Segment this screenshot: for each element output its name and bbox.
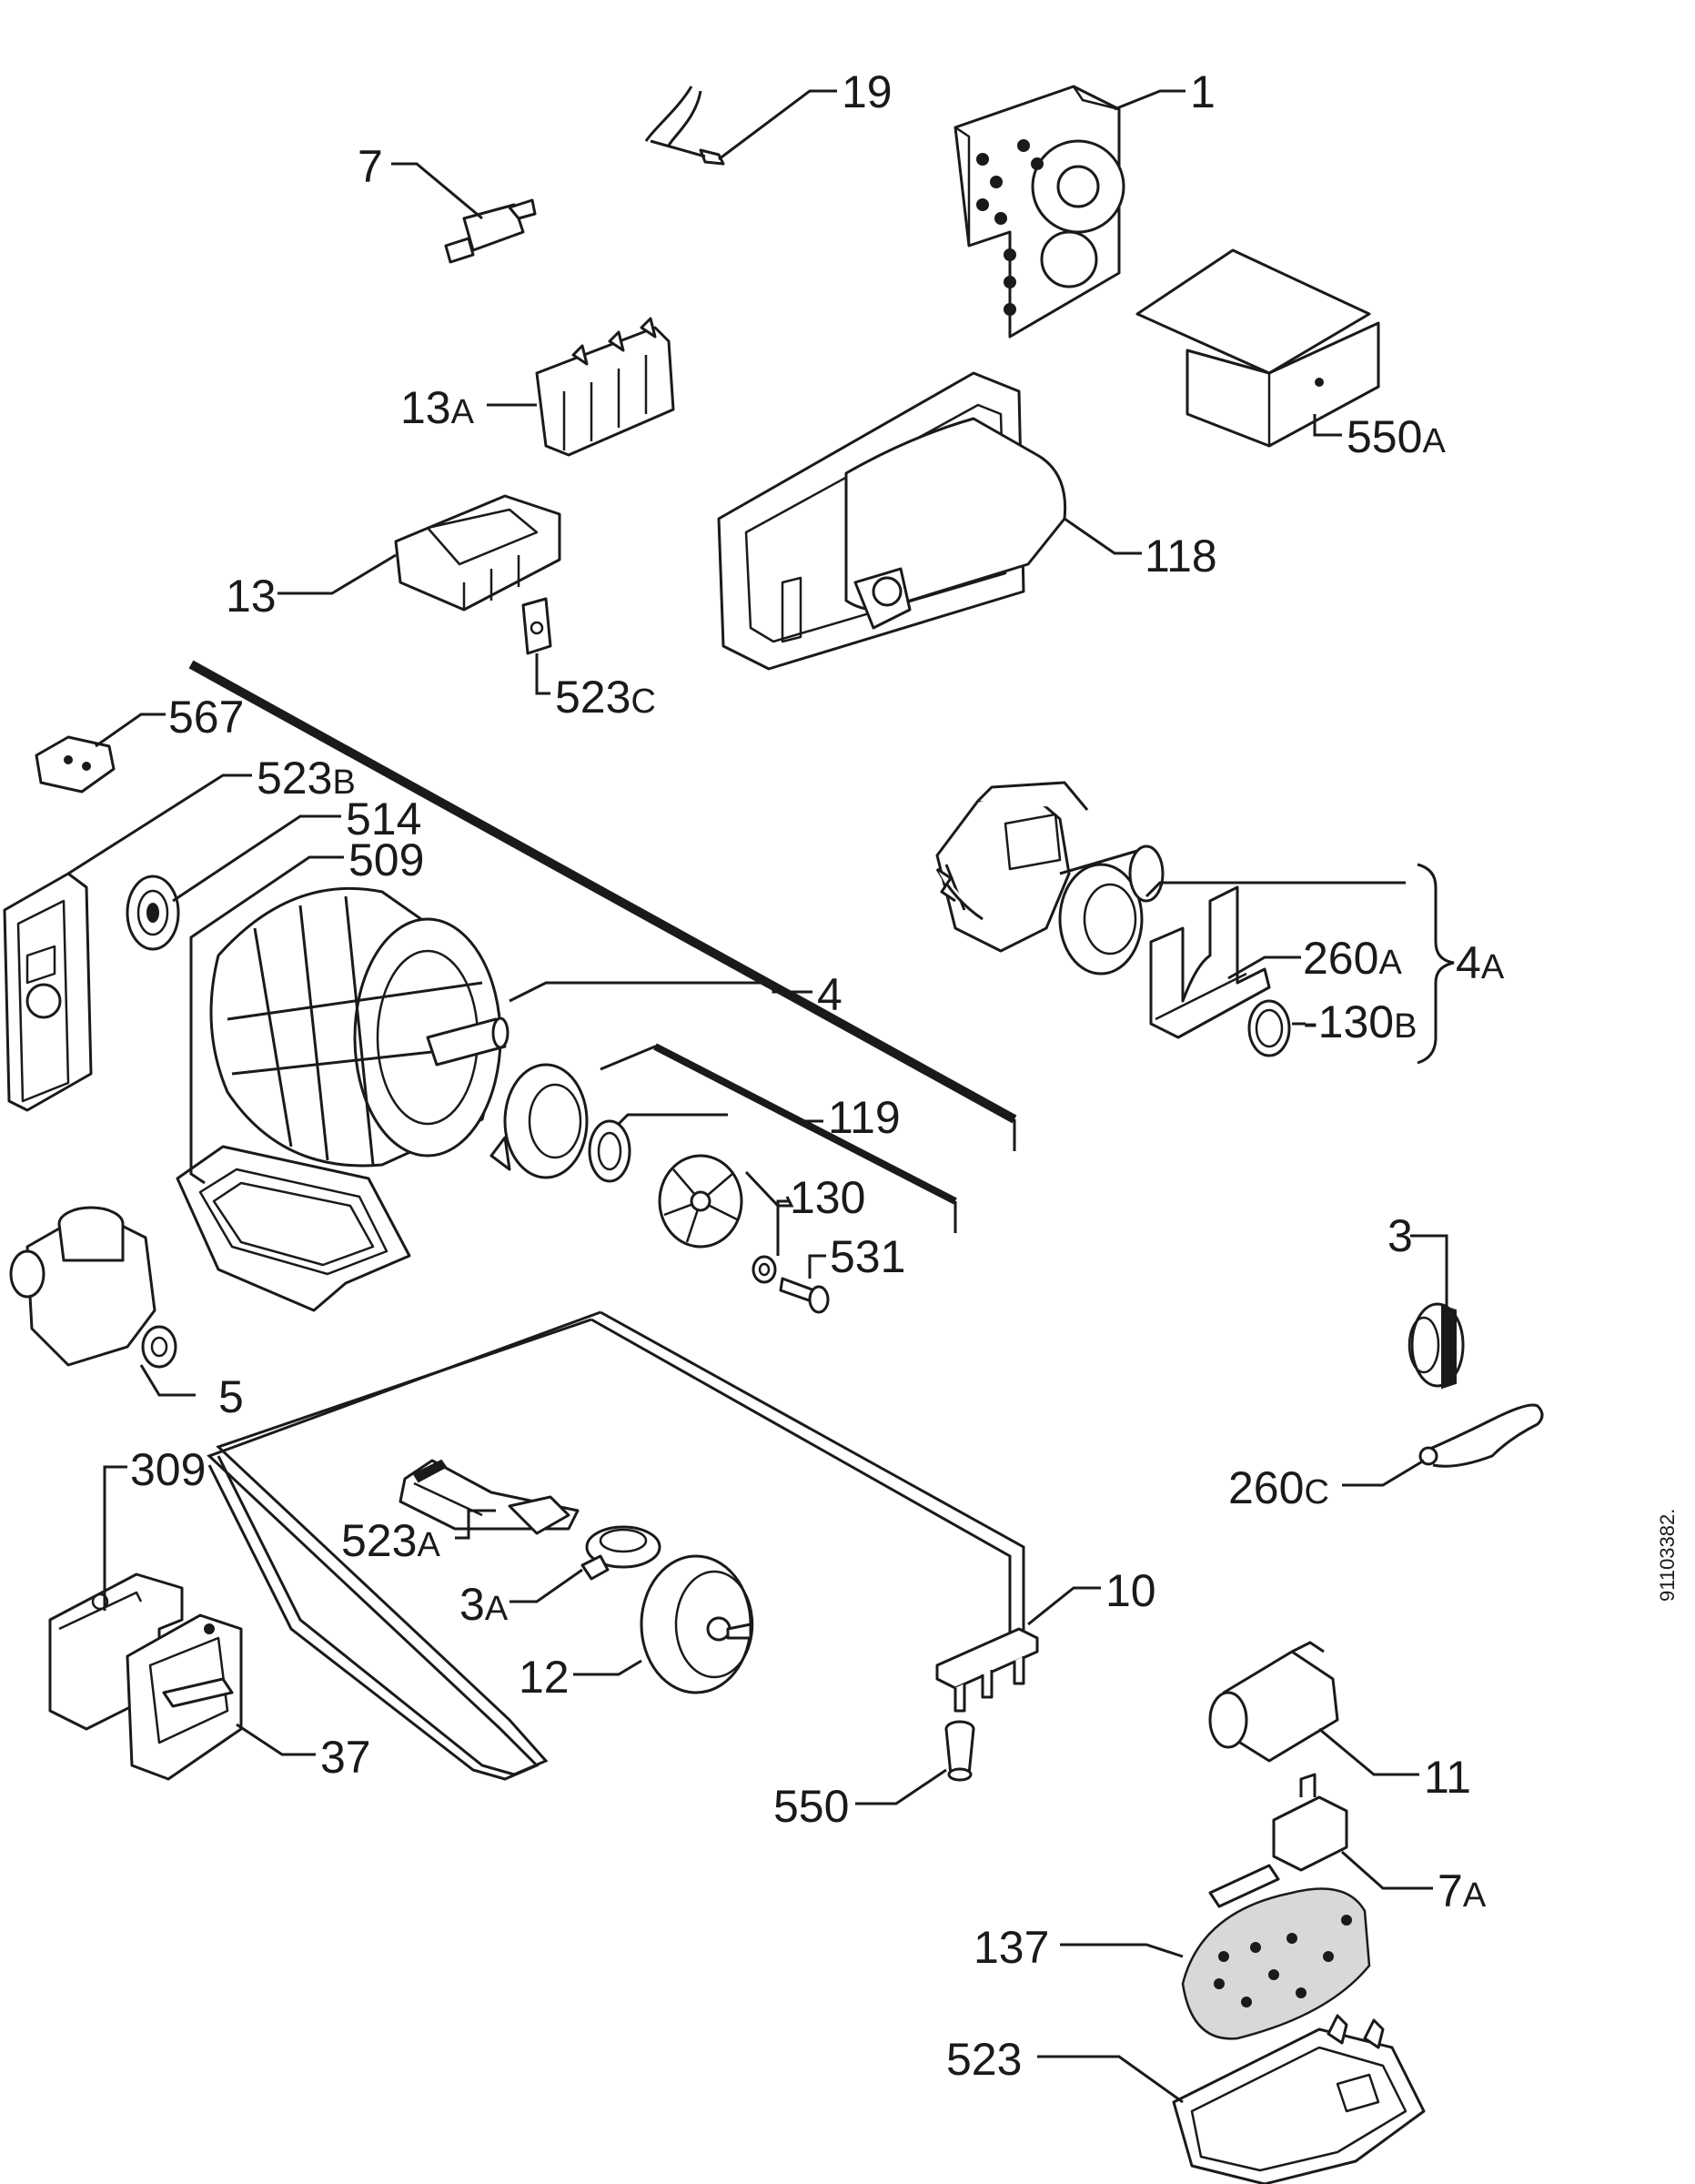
callout-13: 13 (226, 571, 277, 622)
part-550a-box (1135, 248, 1380, 448)
callout-523c-suffix: C (631, 682, 655, 721)
callout-523b-suffix: B (332, 763, 355, 802)
document-id: 91103382. (1656, 1509, 1679, 1602)
callout-523: 523 (946, 2034, 1022, 2085)
callout-4a-num: 4 (1456, 937, 1481, 988)
part-19-sensor (644, 86, 725, 166)
callout-523b-num: 523 (257, 753, 332, 804)
callout-550: 550 (773, 1781, 849, 1832)
part-260a-clip (1149, 885, 1271, 1039)
callout-12: 12 (519, 1652, 570, 1703)
callout-309: 309 (130, 1444, 206, 1495)
callout-5: 5 (218, 1371, 244, 1422)
part-118-dispenser (717, 371, 1067, 671)
callout-523c-num: 523 (555, 672, 631, 723)
part-119-ring (588, 1119, 631, 1183)
callout-260a: 260A (1303, 933, 1402, 984)
callout-13a: 13A (400, 382, 475, 433)
callout-523a: 523A (341, 1515, 440, 1566)
callout-260c-suffix: C (1304, 1473, 1328, 1512)
callout-118: 118 (1145, 531, 1217, 581)
part-4a-pump (935, 781, 1165, 976)
part-3a-thermostat (580, 1525, 661, 1581)
callout-37: 37 (320, 1732, 371, 1783)
callout-130: 130 (790, 1172, 865, 1223)
callout-567: 567 (168, 692, 244, 743)
callout-260a-suffix: A (1378, 944, 1402, 982)
callout-1: 1 (1190, 66, 1216, 117)
callout-523a-num: 523 (341, 1515, 417, 1566)
callout-550a: 550A (1347, 411, 1446, 462)
callout-260c: 260C (1228, 1462, 1329, 1513)
part-11-capacitor (1208, 1641, 1339, 1763)
callout-260c-num: 260 (1228, 1462, 1304, 1513)
callout-523a-suffix: A (417, 1526, 440, 1564)
part-1-timer (953, 85, 1125, 339)
callout-514: 514 (346, 794, 421, 844)
part-514-bearing (126, 875, 180, 951)
part-567-holder (35, 735, 116, 794)
part-260c-clip-wire (1418, 1403, 1544, 1468)
callout-4a-suffix: A (1481, 948, 1505, 986)
part-523-base (1172, 2014, 1426, 2184)
callout-13a-num: 13 (400, 382, 451, 433)
callout-130b-suffix: B (1394, 1007, 1417, 1046)
callout-13a-suffix: A (451, 393, 475, 431)
callout-3: 3 (1387, 1210, 1413, 1261)
part-13a-terminal-block (535, 317, 675, 457)
leader-lines (67, 89, 1448, 2104)
callout-3a: 3A (459, 1579, 509, 1630)
callout-4: 4 (817, 969, 842, 1020)
part-523b-cover (3, 872, 93, 1112)
callout-260a-num: 260 (1303, 933, 1378, 984)
part-523c-plate (521, 597, 552, 655)
callout-523b: 523B (257, 753, 356, 804)
callout-119: 119 (828, 1092, 901, 1143)
callout-3a-num: 3 (459, 1579, 485, 1630)
part-130-nut (752, 1255, 777, 1284)
part-5-valve (9, 1206, 177, 1369)
part-3-pressure-switch (1407, 1302, 1465, 1390)
callout-550a-num: 550 (1347, 411, 1422, 462)
callout-4a: 4A (1456, 937, 1505, 988)
callout-137: 137 (974, 1922, 1049, 1973)
callout-3a-suffix: A (485, 1590, 509, 1628)
part-7-switch (444, 198, 537, 264)
callout-509: 509 (348, 834, 424, 885)
callout-10: 10 (1105, 1565, 1156, 1616)
callout-7a-suffix: A (1463, 1876, 1487, 1915)
part-13-block (394, 494, 561, 612)
part-37-relay (126, 1613, 243, 1781)
part-137-filter (1181, 1887, 1371, 2040)
callout-19: 19 (842, 66, 893, 117)
callout-130b: -130B (1303, 996, 1417, 1047)
part-531-screw (779, 1277, 830, 1314)
part-509-motor (209, 886, 510, 1168)
part-119-impeller (658, 1154, 743, 1249)
callout-130b-num: -130 (1303, 996, 1394, 1047)
group-4a-brace (1417, 863, 1455, 1065)
part-119-seal-carrier (489, 1063, 589, 1179)
callout-523c: 523C (555, 672, 656, 723)
callout-11: 11 (1424, 1752, 1471, 1803)
callout-7a: 7A (1438, 1866, 1487, 1916)
callout-7a-num: 7 (1438, 1866, 1463, 1916)
part-7a-microswitch (1208, 1773, 1348, 1908)
part-550-fitting (944, 1720, 975, 1782)
part-523a-bracket (399, 1459, 580, 1535)
callout-531: 531 (830, 1231, 905, 1282)
callout-550a-suffix: A (1422, 422, 1446, 460)
part-509-base-plate (176, 1145, 411, 1312)
part-10-heater (207, 1310, 1039, 1781)
callout-labels: 19 7 1 13A 550A 118 13 523C 567 523B 514… (130, 66, 1505, 2085)
callout-7: 7 (358, 141, 383, 192)
part-130b-ring (1247, 999, 1291, 1057)
part-12-motor (640, 1554, 754, 1694)
